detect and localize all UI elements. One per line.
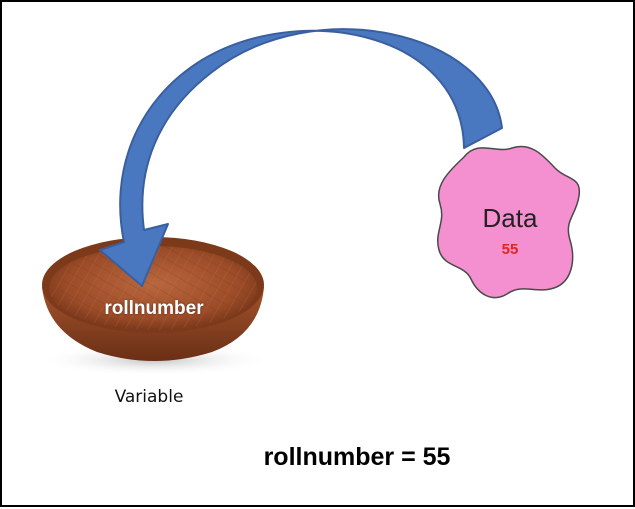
data-value: 55: [490, 241, 530, 258]
variable-name-label: rollnumber: [84, 298, 224, 320]
data-label: Data: [470, 203, 550, 234]
variable-caption: Variable: [94, 387, 204, 407]
assignment-statement: rollnumber = 55: [232, 443, 482, 472]
